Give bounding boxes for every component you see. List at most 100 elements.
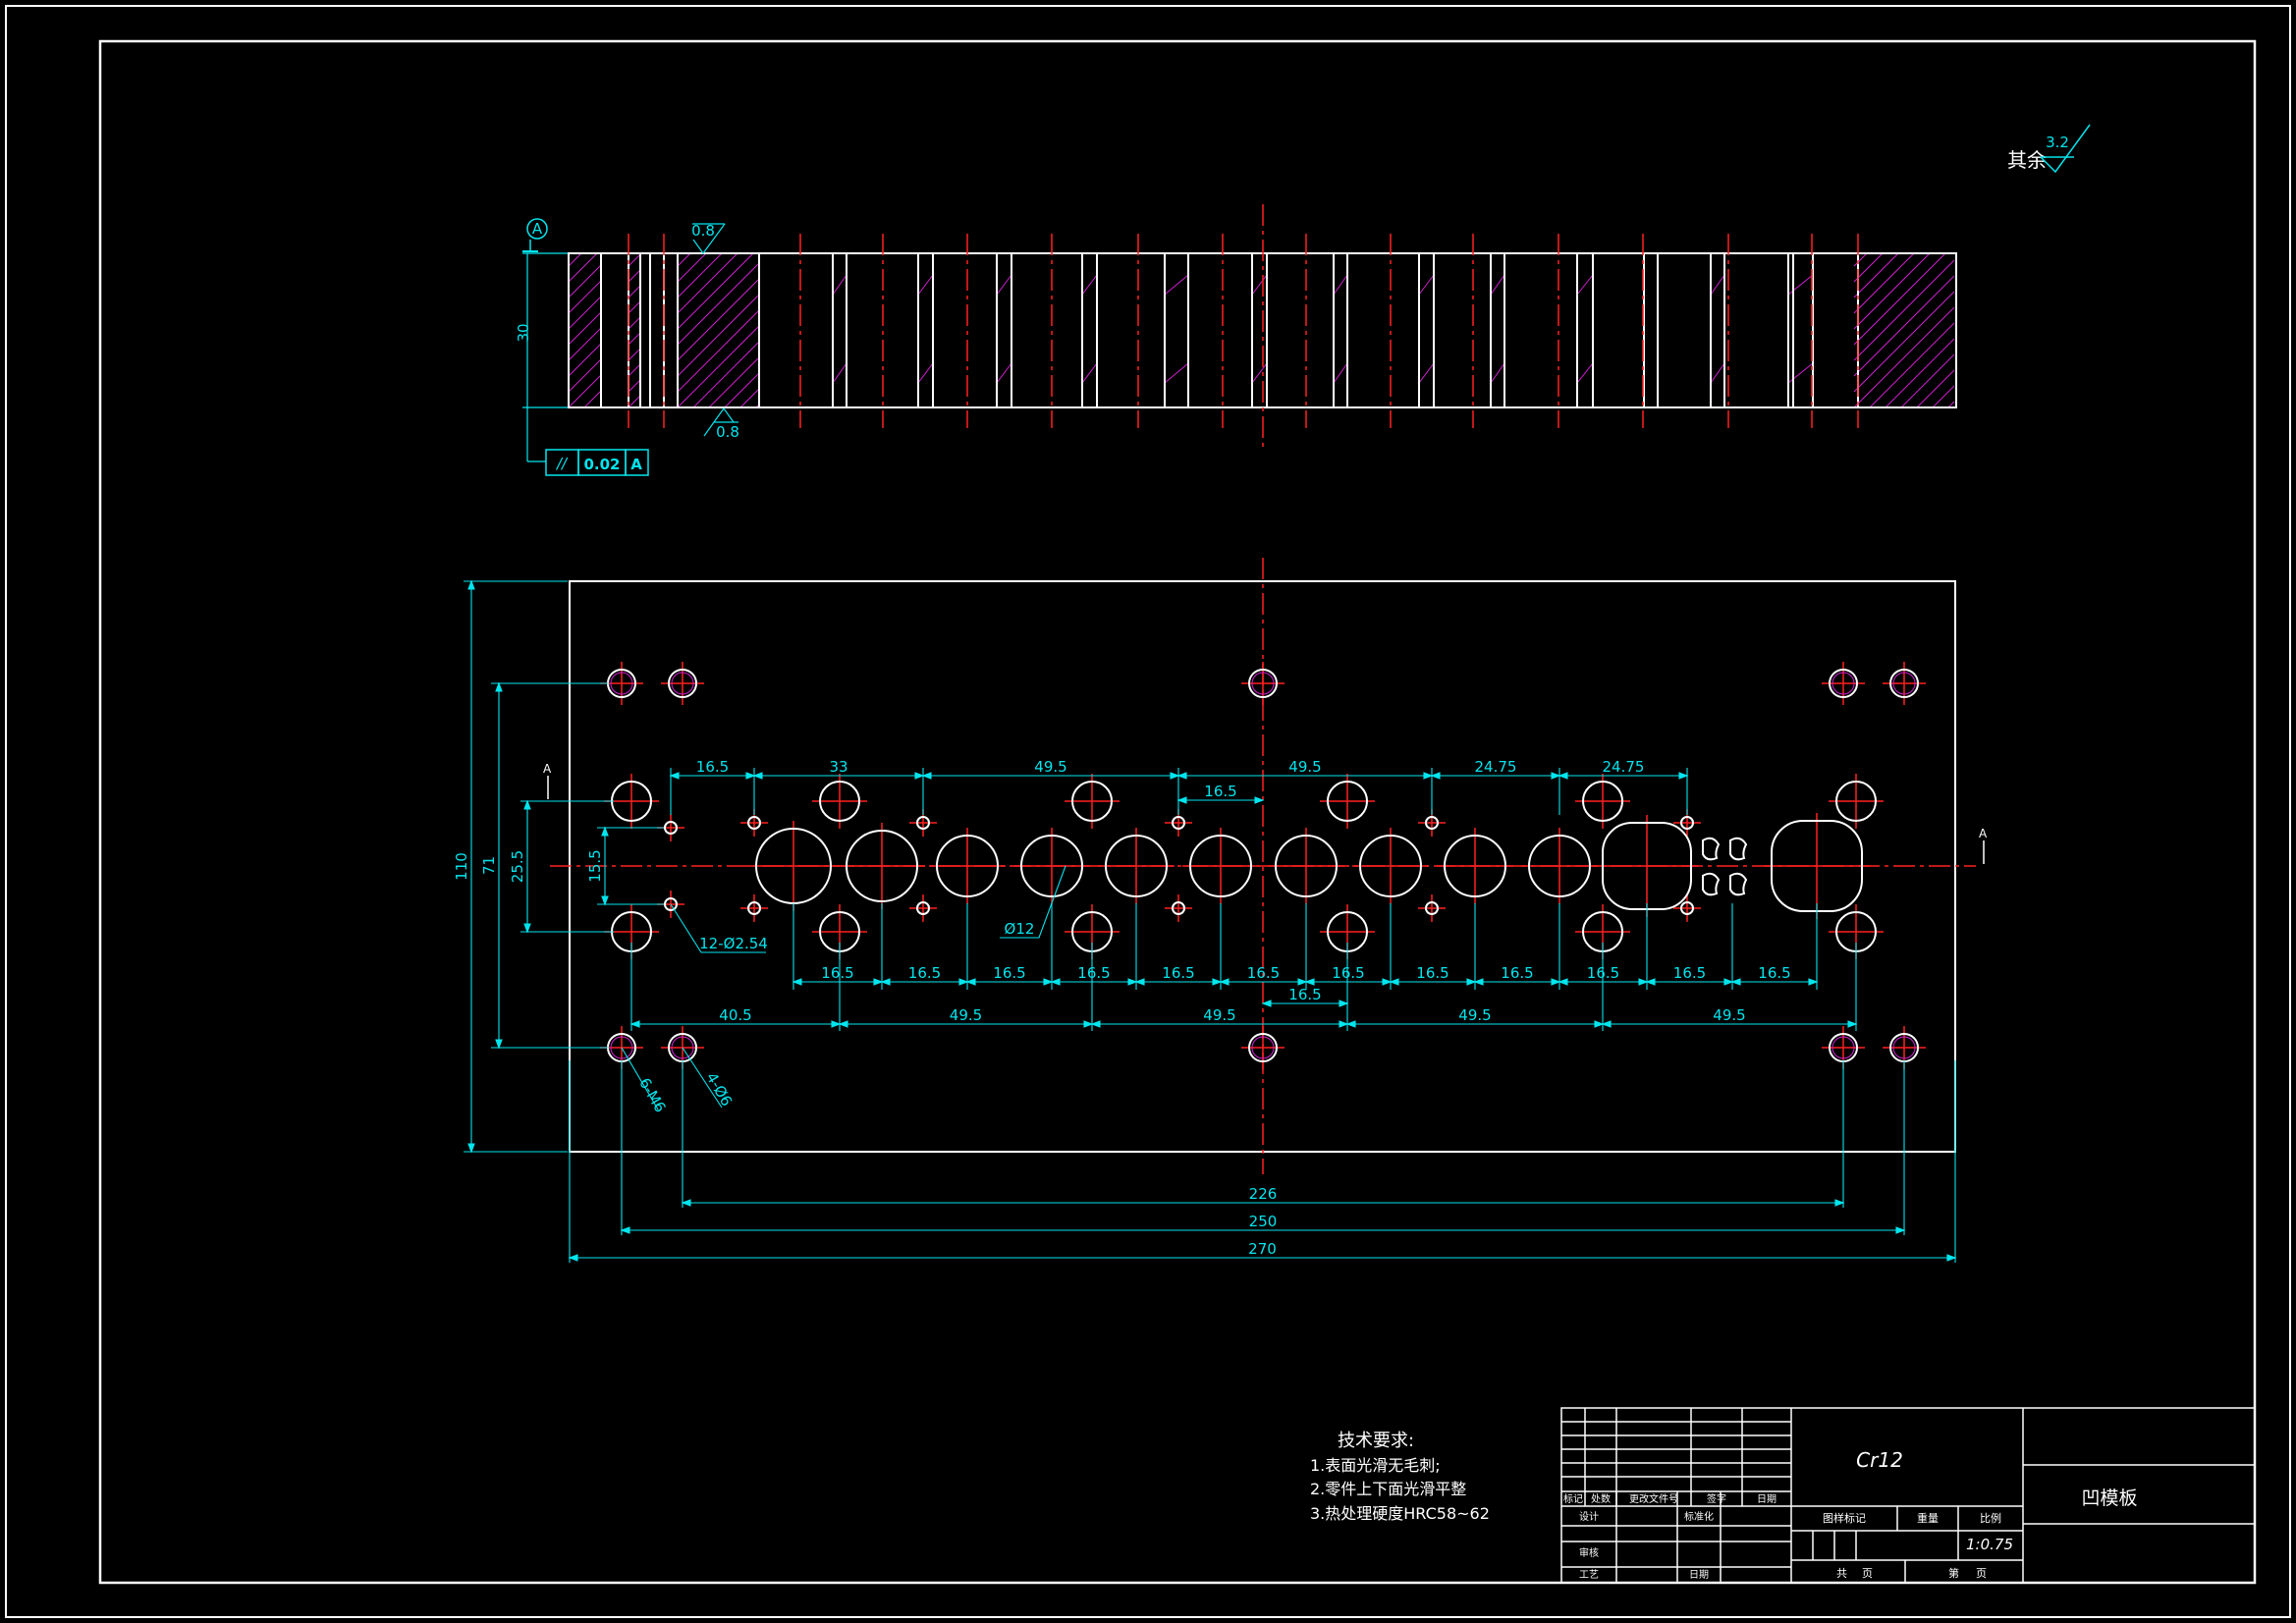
hatch-line [1164, 362, 1189, 384]
hatch-line [1490, 274, 1505, 296]
bottom-dim-arrow [965, 978, 976, 986]
roughness-bottom-symbol [703, 406, 738, 437]
bottom-dim-label: 16.5 [1587, 964, 1619, 982]
row-dim-arrow [1601, 1020, 1612, 1028]
title-block [1560, 1407, 2256, 1584]
thread-circle [1831, 672, 1855, 695]
hatch-line [1081, 274, 1098, 296]
thread-circle [671, 672, 694, 695]
process-label: 工艺 [1579, 1569, 1599, 1581]
drawing-border [5, 5, 2291, 1618]
guide-hole [1835, 781, 1877, 822]
top-dim-label: 49.5 [1288, 758, 1321, 776]
overall-dim-arrow [681, 1199, 691, 1207]
hatch-line [628, 285, 641, 298]
thread-circle [610, 1036, 633, 1059]
top-dim-inner-arrow [1176, 796, 1187, 804]
hatch-line [677, 252, 691, 267]
overall-dim-arrow [1946, 1254, 1957, 1262]
bottom-dim-arrow [1297, 978, 1308, 986]
hatch-line [628, 316, 641, 330]
hatch-line [1418, 362, 1435, 384]
hatch-line [628, 363, 641, 377]
overall-dim-label: 226 [1249, 1185, 1278, 1203]
top-dim-arrow [1176, 772, 1187, 780]
vertical-dim-arrow [495, 1039, 503, 1050]
check-label: 审核 [1579, 1546, 1599, 1559]
top-dim-inner-arrow [1254, 796, 1265, 804]
bottom-dim-label: 16.5 [1332, 964, 1364, 982]
rev-label: 日期 [1757, 1493, 1777, 1505]
bottom-dim-arrow [1558, 978, 1568, 986]
standard-label: 标准化 [1684, 1510, 1714, 1523]
hatch-line [568, 358, 602, 393]
thickness-dim-label: 30 [515, 323, 532, 342]
hatch-line [1490, 362, 1505, 384]
hatch-line [1418, 274, 1435, 296]
row-dim-label: 49.5 [1458, 1006, 1491, 1024]
thread-circle [1892, 1036, 1916, 1059]
overall-dim-label: 270 [1248, 1240, 1277, 1258]
punch-hole [936, 835, 999, 897]
hatch-line [1251, 274, 1268, 296]
hatch-line [1932, 385, 1955, 408]
m6-leader [621, 1047, 659, 1110]
date-label: 日期 [1689, 1569, 1709, 1581]
tech-requirements: 技术要求: 1.表面光滑无毛刺; 2.零件上下面光滑平整 3.热处理硬度HRC5… [1310, 1431, 1490, 1523]
guide-hole [1582, 781, 1623, 822]
top-dim-arrow [1558, 772, 1568, 780]
bottom-dim-arrow [1808, 978, 1819, 986]
pilot-hole [916, 816, 930, 830]
punch-hole [1444, 835, 1506, 897]
hatch-line [1916, 369, 1955, 408]
hatch-line [568, 280, 602, 314]
rev-label: 更改文件号 [1629, 1492, 1678, 1505]
vertical-dim-arrow [601, 895, 609, 906]
tech-req-heading: 技术要求: [1338, 1431, 1414, 1451]
row-dim-arrow [1339, 1020, 1349, 1028]
hatch-line [628, 253, 641, 267]
top-dim-label: 16.5 [696, 758, 729, 776]
rev-label: 标记 [1563, 1493, 1583, 1505]
bottom-dim-arrow [1304, 978, 1315, 986]
row-dim-arrow [629, 1020, 640, 1028]
vertical-dim-label: 15.5 [586, 849, 604, 882]
scale-value: 1:0.75 [1966, 1536, 2013, 1553]
screw-hole [1889, 669, 1919, 698]
drawing-title: 凹模板 [2081, 1488, 2137, 1509]
hatch-line [1787, 362, 1814, 384]
hatch-line [1576, 274, 1594, 296]
hatch-line [1885, 338, 1955, 408]
hatch-line [1576, 362, 1594, 384]
thread-circle [671, 1036, 694, 1059]
hatch-line [677, 278, 760, 361]
thread-circle [610, 672, 633, 695]
mid-dim-arrow [1339, 1000, 1349, 1007]
overall-dim-arrow [1834, 1199, 1845, 1207]
row-dim-label: 49.5 [950, 1006, 982, 1024]
datum-a-label: A [532, 220, 543, 238]
screw-hole [668, 669, 697, 698]
row-dim-arrow [1847, 1020, 1858, 1028]
bottom-dim-arrow [1212, 978, 1223, 986]
bottom-dim-arrow [1730, 978, 1741, 986]
tolerance-frame: // 0.02 A [545, 449, 649, 476]
hatch-line [1853, 252, 1868, 267]
punch-hole [1359, 835, 1422, 897]
notch-cutout [1729, 872, 1748, 896]
hatch-line [628, 332, 641, 346]
hatch-line [1251, 362, 1268, 384]
row-dim-arrow [831, 1020, 842, 1028]
material-label: Cr12 [1856, 1448, 1903, 1472]
notch-cutout [1702, 872, 1721, 896]
pilot-hole [747, 816, 761, 830]
row-dim-arrow [1345, 1020, 1356, 1028]
plan-centerlines [550, 558, 1976, 1174]
hatch-line [568, 296, 602, 330]
bottom-dim-label: 16.5 [1247, 964, 1280, 982]
hatch-line [832, 274, 847, 296]
hatch-line [677, 262, 760, 346]
punch-hole [1189, 835, 1252, 897]
